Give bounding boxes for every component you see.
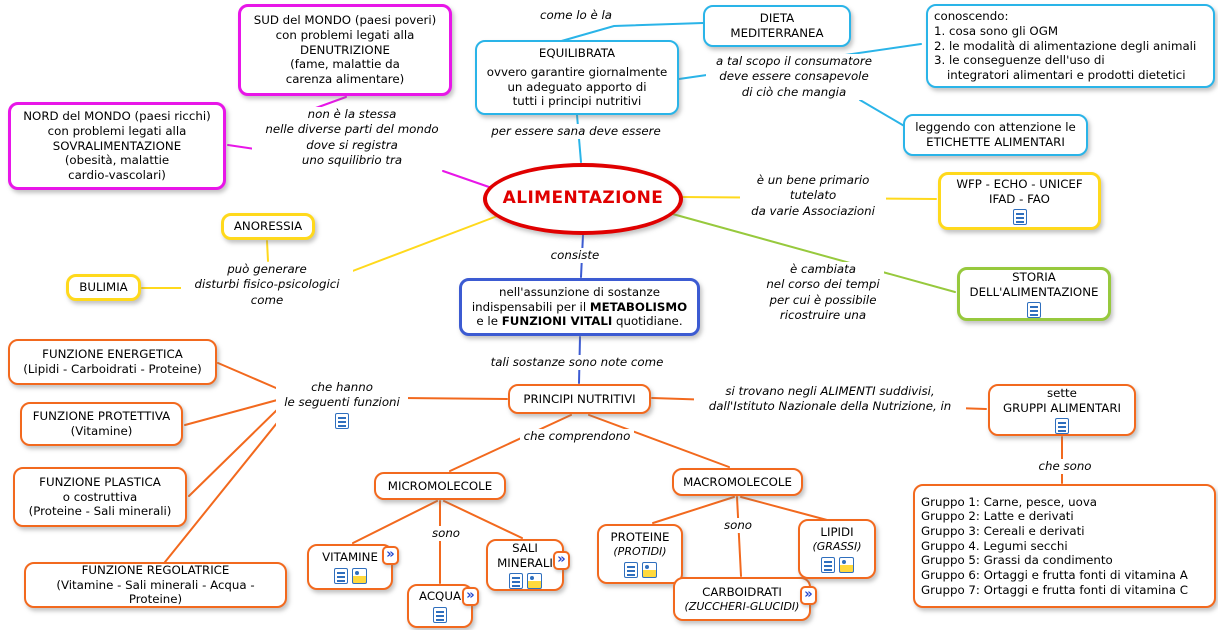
expand-chevron-icon[interactable]: »: [800, 586, 817, 605]
label-che-comprendono: che comprendono: [520, 429, 634, 445]
node-equilibrata[interactable]: EQUILIBRATA ovvero garantire giornalment…: [475, 40, 679, 115]
label-sono-micro: sono: [424, 526, 468, 542]
node-vitamine[interactable]: VITAMINE: [307, 544, 393, 590]
node-principi-nutritivi[interactable]: PRINCIPI NUTRITIVI: [508, 384, 651, 414]
orange-connectors: [164, 362, 1063, 584]
proteine-sub: (PROTIDI): [613, 545, 667, 558]
node-bulimia[interactable]: BULIMIA: [66, 274, 141, 301]
gruppo-item: Gruppo 1: Carne, pesce, uova: [921, 494, 1098, 509]
expand-chevron-icon[interactable]: »: [553, 551, 570, 570]
equilibrata-title: EQUILIBRATA: [538, 46, 616, 61]
note-icon[interactable]: [333, 567, 348, 584]
node-sali-minerali[interactable]: SALI MINERALI: [486, 539, 564, 591]
label-a-tal-scopo: a tal scopo il consumatore deve essere c…: [706, 54, 882, 100]
label-come-lo-e: come lo è la: [532, 8, 620, 24]
lipidi-title: LIPIDI: [820, 525, 854, 540]
consiste-text: nell'assunzione di sostanze indispensabi…: [471, 285, 688, 329]
node-gruppi-elenco[interactable]: Gruppo 1: Carne, pesce, uova Gruppo 2: L…: [913, 484, 1216, 608]
node-proteine[interactable]: PROTEINE (PROTIDI): [597, 524, 683, 584]
note-icon[interactable]: [623, 561, 638, 578]
label-si-trovano: si trovano negli ALIMENTI suddivisi, dal…: [694, 384, 966, 415]
node-micromolecole[interactable]: MICROMOLECOLE: [374, 472, 506, 500]
note-icon[interactable]: [820, 556, 835, 573]
note-icon[interactable]: [1012, 209, 1027, 226]
node-wfp-associazioni[interactable]: WFP - ECHO - UNICEF IFAD - FAO: [938, 172, 1101, 230]
node-conoscendo[interactable]: conoscendo: 1. cosa sono gli OGM 2. le m…: [926, 4, 1215, 88]
gruppo-item: Gruppo 5: Grassi da condimento: [921, 553, 1113, 568]
node-funzione-protettiva[interactable]: FUNZIONE PROTETTIVA (Vitamine): [20, 402, 183, 446]
note-icon[interactable]: [1027, 302, 1041, 319]
conoscendo-title: conoscendo:: [934, 9, 1009, 24]
che-hanno-text: che hanno le seguenti funzioni: [284, 380, 400, 410]
label-e-cambiata: è cambiata nel corso dei tempi per cui è…: [762, 262, 884, 324]
wfp-text: WFP - ECHO - UNICEF IFAD - FAO: [956, 176, 1083, 206]
node-funzione-regolatrice[interactable]: FUNZIONE REGOLATRICE (Vitamine - Sali mi…: [24, 562, 287, 608]
gruppo-item: Gruppo 2: Latte e derivati: [921, 509, 1074, 524]
gruppo-item: Gruppo 6: Ortaggi e frutta fonti di vita…: [921, 567, 1188, 582]
gruppo-item: Gruppo 4. Legumi secchi: [921, 538, 1068, 553]
conoscendo-item: 2. le modalità di alimentazione degli an…: [934, 38, 1197, 53]
label-e-un-bene: è un bene primario tutelato da varie Ass…: [740, 173, 886, 219]
resource-icon[interactable]: [641, 561, 657, 578]
node-carboidrati[interactable]: CARBOIDRATI (ZUCCHERI-GLUCIDI): [673, 577, 811, 621]
label-puo-generare: può generare disturbi fisico-psicologici…: [181, 262, 353, 308]
label-tali-sostanze: tali sostanze sono note come: [482, 355, 672, 371]
green-connectors: [668, 212, 956, 293]
expand-chevron-icon[interactable]: »: [462, 587, 479, 606]
note-icon[interactable]: [335, 412, 349, 429]
label-che-hanno: che hanno le seguenti funzioni: [276, 380, 408, 429]
note-icon[interactable]: [1055, 418, 1069, 435]
node-funzione-plastica[interactable]: FUNZIONE PLASTICA o costruttiva (Protein…: [13, 467, 187, 527]
proteine-title: PROTEINE: [610, 530, 670, 545]
carboidrati-sub: (ZUCCHERI-GLUCIDI): [684, 599, 800, 613]
vitamine-text: VITAMINE: [322, 550, 378, 565]
gruppo-item: Gruppo 3: Cereali e derivati: [921, 524, 1085, 539]
conoscendo-item: 3. le conseguenze dell'uso di integrator…: [934, 53, 1186, 82]
node-lipidi[interactable]: LIPIDI (GRASSI): [798, 519, 876, 579]
sali-text: SALI MINERALI: [497, 540, 553, 570]
gruppo-item: Gruppo 7: Ortaggi e frutta fonti di vita…: [921, 582, 1188, 597]
node-consiste[interactable]: nell'assunzione di sostanze indispensabi…: [459, 278, 700, 336]
node-anoressia[interactable]: ANORESSIA: [221, 213, 315, 240]
node-nord-mondo[interactable]: NORD del MONDO (paesi ricchi) con proble…: [8, 102, 226, 190]
note-icon[interactable]: [433, 606, 447, 623]
node-storia-alimentazione[interactable]: STORIA DELL'ALIMENTAZIONE: [957, 267, 1111, 321]
label-che-sono: che sono: [1032, 459, 1098, 475]
expand-chevron-icon[interactable]: »: [382, 546, 399, 565]
conoscendo-item: 1. cosa sono gli OGM: [934, 24, 1059, 39]
resource-icon[interactable]: [351, 567, 367, 584]
node-funzione-energetica[interactable]: FUNZIONE ENERGETICA (Lipidi - Carboidrat…: [8, 339, 217, 385]
label-non-e-la-stessa: non è la stessa nelle diverse parti del …: [252, 107, 452, 169]
node-dieta-mediterranea[interactable]: DIETA MEDITERRANEA: [703, 5, 851, 47]
note-icon[interactable]: [508, 573, 523, 590]
storia-text: STORIA DELL'ALIMENTAZIONE: [969, 269, 1099, 299]
label-sono-macro: sono: [716, 518, 760, 534]
node-etichette-alimentari[interactable]: leggendo con attenzione le ETICHETTE ALI…: [903, 114, 1088, 156]
label-consiste: consiste: [541, 248, 609, 264]
acqua-text: ACQUA: [418, 589, 462, 604]
carboidrati-title: CARBOIDRATI: [702, 584, 782, 599]
lipidi-sub: (GRASSI): [812, 540, 862, 553]
resource-icon[interactable]: [526, 573, 542, 590]
equilibrata-body: ovvero garantire giornalmente un adeguat…: [486, 64, 668, 109]
label-per-essere-sana: per essere sana deve essere: [484, 124, 668, 140]
node-gruppi-alimentari[interactable]: sette GRUPPI ALIMENTARI: [988, 384, 1136, 436]
resource-icon[interactable]: [838, 556, 854, 573]
node-sud-mondo[interactable]: SUD del MONDO (paesi poveri) con problem…: [238, 4, 452, 96]
node-macromolecole[interactable]: MACROMOLECOLE: [672, 468, 803, 496]
node-alimentazione[interactable]: ALIMENTAZIONE: [483, 163, 683, 235]
gruppi-text: sette GRUPPI ALIMENTARI: [1002, 385, 1122, 415]
